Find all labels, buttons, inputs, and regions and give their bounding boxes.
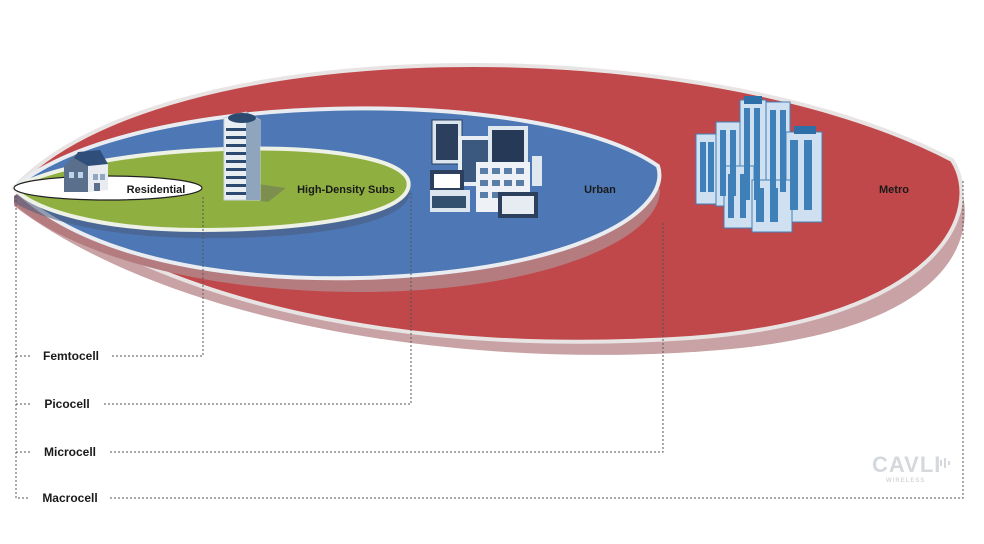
metro-skyscrapers-icon bbox=[695, 96, 823, 233]
macrocell-leader-line-right bbox=[110, 180, 964, 499]
metro-zone-label: Metro bbox=[879, 184, 909, 196]
watermark-sub: WIRELESS bbox=[886, 478, 925, 484]
residential-zone-label: Residential bbox=[127, 184, 186, 196]
femtocell-leader-line-right bbox=[112, 196, 204, 357]
watermark-brand: CAVLI bbox=[872, 452, 941, 477]
femtocell-leader-line bbox=[15, 196, 30, 357]
urban-zone-label: Urban bbox=[584, 184, 616, 196]
microcell-label: Microcell bbox=[44, 445, 96, 459]
picocell-label: Picocell bbox=[44, 397, 89, 411]
macrocell-label: Macrocell bbox=[42, 491, 97, 505]
macrocell-leader-line bbox=[15, 452, 30, 499]
cavli-watermark-logo: CAVLI WIRELESS bbox=[872, 452, 950, 484]
tower-building-icon bbox=[223, 111, 286, 202]
high-density-zone-ellipse bbox=[10, 146, 411, 233]
picocell-leader-line-right bbox=[104, 192, 412, 405]
high-density-zone-label: High-Density Subs bbox=[297, 184, 395, 196]
leader-lines bbox=[15, 180, 964, 499]
picocell-leader-line bbox=[15, 356, 30, 405]
femtocell-label: Femtocell bbox=[43, 349, 99, 363]
microcell-leader-line bbox=[15, 404, 30, 453]
microcell-leader-line-right bbox=[110, 222, 664, 453]
urban-buildings-icon bbox=[430, 119, 542, 218]
house-icon bbox=[64, 150, 108, 192]
signal-bars-icon bbox=[940, 458, 950, 468]
